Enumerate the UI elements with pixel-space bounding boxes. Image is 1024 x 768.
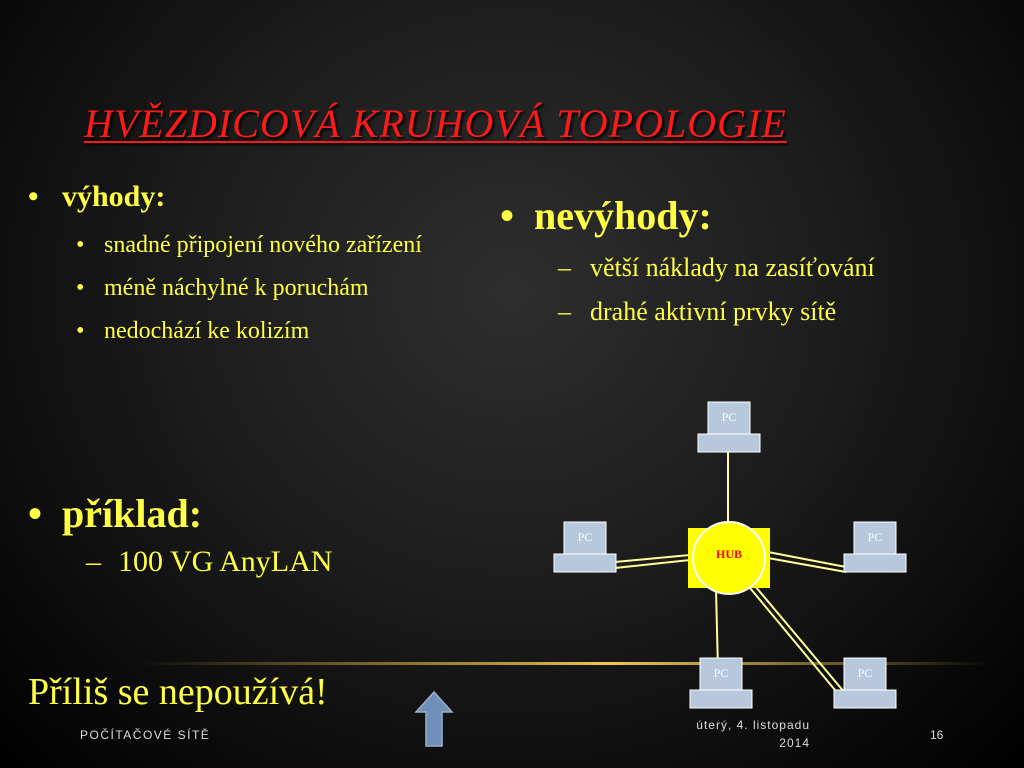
summary-text: Příliš se nepoužívá! bbox=[28, 671, 328, 713]
pc-monitor bbox=[707, 401, 751, 435]
pc-label: PC bbox=[722, 410, 737, 424]
dash: – bbox=[558, 253, 571, 282]
disadvantages-heading: nevýhody: bbox=[534, 193, 712, 238]
page-number: 16 bbox=[930, 728, 944, 742]
bullet: • bbox=[500, 193, 515, 238]
footer-course-name: POČÍTAČOVÉ SÍTĚ bbox=[80, 728, 211, 742]
pc-label: PC bbox=[868, 530, 883, 544]
list-item: • nedochází ke kolizím bbox=[76, 316, 488, 346]
pc-base bbox=[689, 689, 753, 709]
pc-node-left: PC bbox=[553, 521, 617, 573]
link-bottom-right-2 bbox=[754, 585, 846, 694]
link-right-2 bbox=[767, 557, 847, 573]
list-item: – větší náklady na zasíťování bbox=[558, 253, 1000, 283]
pc-label: PC bbox=[714, 666, 729, 680]
up-arrow-icon[interactable] bbox=[414, 690, 454, 748]
pc-monitor bbox=[853, 521, 897, 555]
advantages-list: • výhody: • snadné připojení nového zaří… bbox=[28, 180, 488, 359]
list-item-text: 100 VG AnyLAN bbox=[118, 545, 333, 578]
pc-label: PC bbox=[578, 530, 593, 544]
link-bottom-right bbox=[749, 587, 841, 697]
list-item-text: méně náchylné k poruchám bbox=[104, 275, 369, 301]
list-item-text: nedochází ke kolizím bbox=[104, 318, 310, 344]
pc-base bbox=[843, 553, 907, 573]
link-left-2 bbox=[614, 559, 691, 569]
bullet: • bbox=[28, 491, 43, 536]
bullet: • bbox=[76, 318, 85, 344]
footer-date: úterý, 4. listopadu 2014 bbox=[640, 716, 810, 752]
example-heading: příklad: bbox=[62, 491, 203, 536]
dash: – bbox=[558, 297, 571, 326]
list-item: • méně náchylné k poruchám bbox=[76, 273, 488, 303]
pc-node-bottom-right: PC bbox=[833, 657, 897, 709]
example-heading-row: • příklad: bbox=[28, 490, 488, 537]
hub-node: HUB bbox=[688, 521, 770, 595]
advantages-heading-row: • výhody: bbox=[28, 180, 488, 214]
list-item: – drahé aktivní prvky sítě bbox=[558, 297, 1000, 327]
disadvantages-heading-row: • nevýhody: bbox=[500, 192, 1000, 239]
footer-date-line2: 2014 bbox=[779, 736, 810, 750]
pc-node-top: PC bbox=[697, 401, 761, 453]
link-bottom-left bbox=[715, 589, 719, 671]
pc-base bbox=[833, 689, 897, 709]
hub-label: HUB bbox=[716, 547, 742, 561]
pc-label: PC bbox=[858, 666, 873, 680]
example-list: • příklad: – 100 VG AnyLAN bbox=[28, 490, 488, 577]
disadvantages-list: • nevýhody: – větší náklady na zasíťován… bbox=[500, 192, 1000, 339]
star-topology-diagram: HUB PC PC PC PC PC bbox=[553, 401, 907, 709]
list-item-text: větší náklady na zasíťování bbox=[590, 253, 875, 282]
advantages-heading: výhody: bbox=[62, 180, 166, 213]
slide-title: HVĚZDICOVÁ KRUHOVÁ TOPOLOGIE bbox=[84, 101, 787, 146]
pc-node-right: PC bbox=[843, 521, 907, 573]
network-links bbox=[614, 452, 847, 697]
list-item-text: drahé aktivní prvky sítě bbox=[590, 297, 837, 326]
link-right bbox=[767, 551, 847, 568]
link-left bbox=[614, 554, 691, 563]
hub-circle bbox=[692, 521, 766, 595]
dash: – bbox=[86, 545, 101, 578]
pc-monitor bbox=[699, 657, 743, 691]
pc-base bbox=[697, 433, 761, 453]
list-item: • snadné připojení nového zařízení bbox=[76, 230, 488, 260]
bullet: • bbox=[28, 180, 39, 213]
pc-node-bottom-left: PC bbox=[689, 657, 753, 709]
footer-date-line1: úterý, 4. listopadu bbox=[696, 718, 810, 732]
pc-monitor bbox=[843, 657, 887, 691]
bullet: • bbox=[76, 275, 85, 301]
list-item: – 100 VG AnyLAN bbox=[86, 547, 488, 577]
list-item-text: snadné připojení nového zařízení bbox=[104, 232, 422, 258]
decorative-divider bbox=[140, 662, 990, 665]
pc-base bbox=[553, 553, 617, 573]
bullet: • bbox=[76, 232, 85, 258]
